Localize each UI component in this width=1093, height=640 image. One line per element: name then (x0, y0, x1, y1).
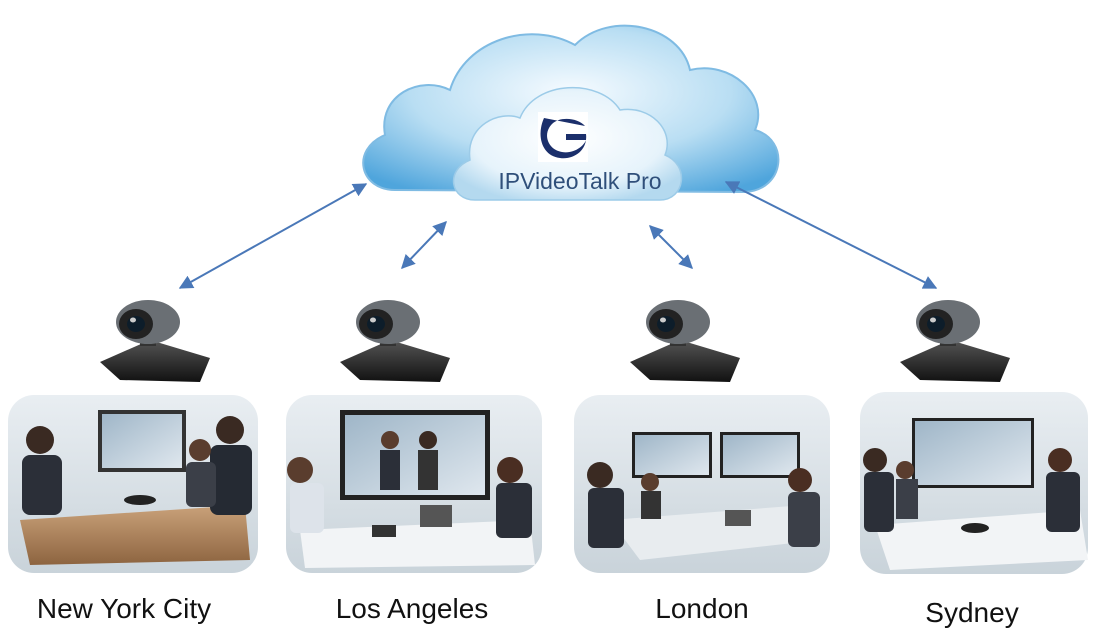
conference-room-photo (860, 392, 1088, 574)
arrow-cloud-sydney (724, 181, 938, 289)
site-label-new-york-city: New York City (36, 593, 212, 624)
conference-room-photo (286, 395, 542, 573)
conference-room-photo (8, 395, 258, 573)
cloud-icon (362, 24, 780, 201)
conference-room-photo (574, 395, 830, 573)
site-label-london: London (655, 593, 749, 624)
video-conference-camera-icon (100, 300, 210, 382)
arrow-cloud-london (649, 225, 693, 269)
grandstream-logo-icon (538, 112, 588, 162)
arrow-cloud-losangeles (401, 220, 447, 270)
cloud-service-label: IPVideoTalk Pro (498, 168, 662, 194)
video-conference-camera-icon (630, 300, 740, 382)
site-label-sydney: Sydney (925, 597, 1019, 628)
site-label-los-angeles: Los Angeles (335, 593, 489, 624)
arrow-cloud-newyork (178, 183, 368, 289)
video-conference-camera-icon (900, 300, 1010, 382)
connection-arrows (178, 181, 938, 289)
video-conference-camera-icon (340, 300, 450, 382)
